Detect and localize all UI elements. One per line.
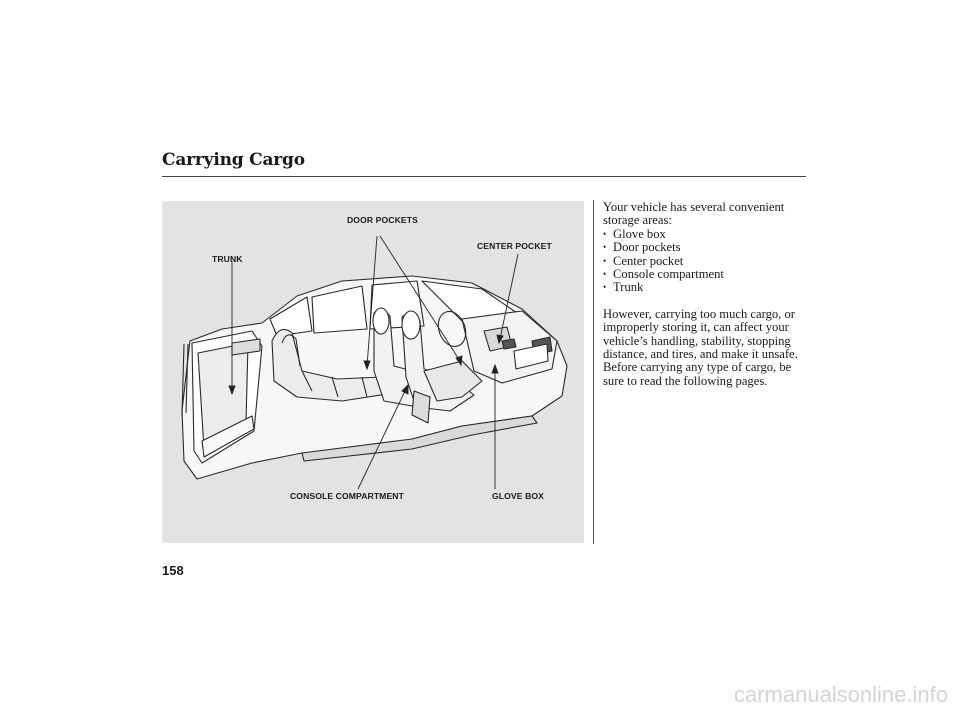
bullet-glyph: • (603, 255, 607, 266)
list-item: • Trunk (603, 281, 808, 294)
list-item-text: Glove box (613, 226, 666, 241)
side-window (311, 285, 368, 334)
callout-door-pockets: DOOR POCKETS (347, 215, 418, 225)
list-item: • Center pocket (603, 253, 808, 268)
list-item-text: Console compartment (613, 267, 724, 282)
leader-center-pocket (499, 253, 519, 340)
list-item: • Glove box (603, 226, 808, 241)
bullet-glyph: • (603, 228, 607, 239)
leader-door-pockets-1 (366, 235, 378, 367)
page-title: Carrying Cargo (162, 150, 305, 170)
glove-box (513, 343, 549, 370)
intro-paragraph: Your vehicle has several convenient stor… (603, 200, 785, 228)
callout-center-pocket: CENTER POCKET (477, 241, 552, 251)
leader-door-pockets-2 (379, 235, 461, 362)
list-item-text: Trunk (613, 280, 644, 295)
list-item: • Console compartment (603, 267, 808, 282)
leader-console (357, 388, 407, 490)
callout-trunk: TRUNK (212, 254, 243, 264)
bullet-glyph: • (603, 282, 607, 293)
console (423, 360, 483, 402)
callout-console-compartment: CONSOLE COMPARTMENT (290, 491, 404, 501)
car-cutaway-drawing (181, 235, 568, 490)
title-rule (162, 176, 806, 177)
bullet-glyph: • (603, 242, 607, 253)
callout-glove-box: GLOVE BOX (492, 491, 544, 501)
list-item-text: Door pockets (613, 240, 681, 255)
bullet-glyph: • (603, 269, 607, 280)
car-interior-illustration: DOOR POCKETS CENTER POCKET TRUNK CONSOLE… (162, 201, 584, 543)
warning-paragraph: However, carrying too much cargo, or imp… (603, 306, 798, 388)
column-divider (593, 200, 594, 544)
body-text: Your vehicle has several convenient stor… (603, 200, 808, 388)
list-item-text: Center pocket (613, 253, 684, 268)
storage-list: •Glove box •Door pockets •Center pocket … (603, 226, 808, 295)
rear-window (269, 296, 313, 337)
page-number: 158 (162, 563, 184, 578)
watermark: carmanualsonline.info (733, 682, 948, 707)
list-item: • Door pockets (603, 241, 808, 254)
